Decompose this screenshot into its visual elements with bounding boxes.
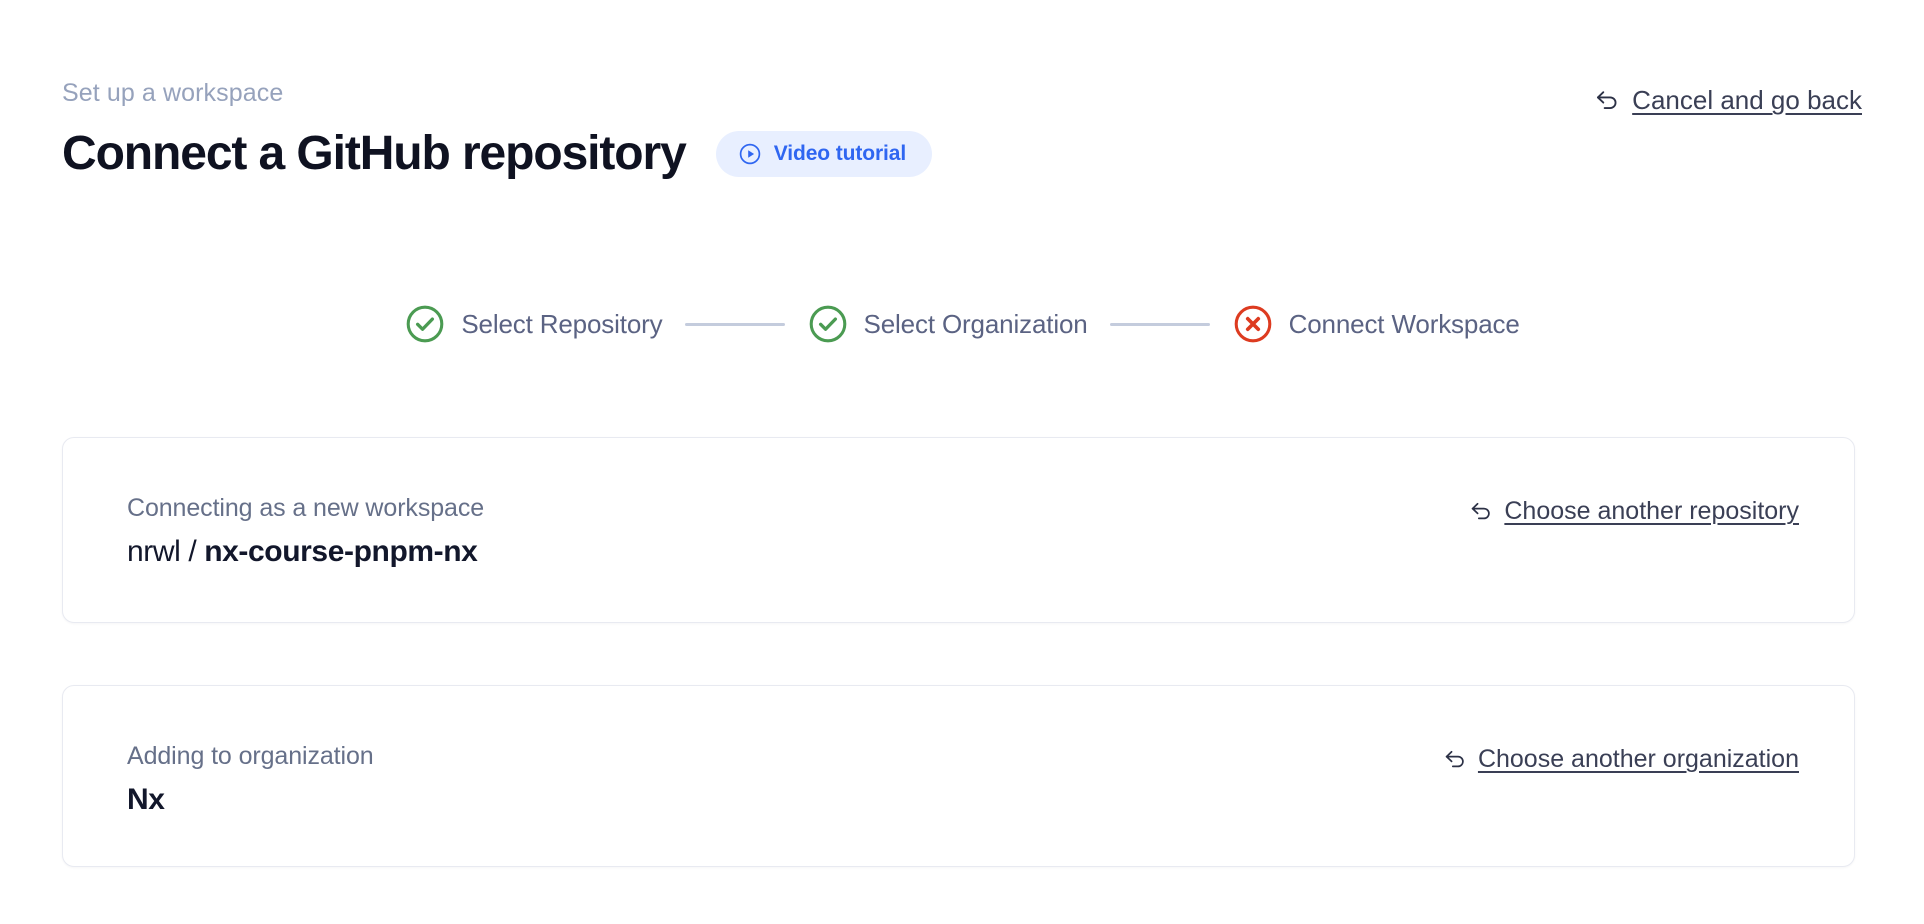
step-select-repository[interactable]: Select Repository bbox=[404, 303, 663, 345]
repository-name: nx-course-pnpm-nx bbox=[204, 535, 478, 568]
title-row: Connect a GitHub repository Video tutori… bbox=[62, 126, 1862, 182]
step-connector-2 bbox=[1109, 322, 1210, 326]
cancel-and-go-back-link[interactable]: Cancel and go back bbox=[1594, 85, 1862, 115]
breadcrumb-eyebrow: Set up a workspace bbox=[62, 79, 284, 107]
repository-owner: nrwl bbox=[127, 535, 181, 568]
check-circle-icon bbox=[807, 303, 849, 345]
x-circle-icon bbox=[1232, 303, 1274, 345]
step-label-connect-workspace: Connect Workspace bbox=[1288, 309, 1520, 339]
cancel-and-go-back-label: Cancel and go back bbox=[1632, 85, 1862, 115]
repository-card-body: Connecting as a new workspace nrwl / nx-… bbox=[127, 438, 484, 570]
repository-card-value: nrwl / nx-course-pnpm-nx bbox=[127, 534, 484, 570]
step-connect-workspace[interactable]: Connect Workspace bbox=[1232, 303, 1520, 345]
step-label-select-repository: Select Repository bbox=[461, 309, 663, 339]
page-header: Set up a workspace Connect a GitHub repo… bbox=[62, 78, 1862, 198]
step-select-organization[interactable]: Select Organization bbox=[807, 303, 1088, 345]
page-title: Connect a GitHub repository bbox=[62, 127, 687, 180]
repository-card-caption: Connecting as a new workspace bbox=[127, 494, 485, 522]
arrow-uturn-left-icon bbox=[1469, 499, 1493, 523]
repository-separator: / bbox=[180, 535, 205, 568]
step-label-select-organization: Select Organization bbox=[863, 309, 1088, 339]
arrow-uturn-left-icon bbox=[1443, 747, 1467, 771]
play-circle-icon bbox=[738, 142, 762, 166]
repository-card: Connecting as a new workspace nrwl / nx-… bbox=[62, 437, 1855, 623]
choose-another-repository-label: Choose another repository bbox=[1504, 497, 1799, 525]
arrow-uturn-left-icon bbox=[1594, 87, 1620, 113]
step-connector-1 bbox=[684, 322, 785, 326]
choose-another-repository-link[interactable]: Choose another repository bbox=[1469, 438, 1799, 526]
organization-card-value: Nx bbox=[127, 783, 165, 816]
check-circle-icon bbox=[404, 303, 446, 345]
choose-another-organization-label: Choose another organization bbox=[1477, 745, 1799, 773]
progress-stepper: Select Repository Select Organization Co… bbox=[0, 303, 1924, 345]
organization-card-body: Adding to organization Nx bbox=[127, 686, 374, 818]
video-tutorial-label: Video tutorial bbox=[773, 142, 907, 165]
choose-another-organization-link[interactable]: Choose another organization bbox=[1443, 686, 1799, 774]
organization-card: Adding to organization Nx Choose another… bbox=[62, 685, 1855, 867]
organization-card-caption: Adding to organization bbox=[127, 742, 374, 770]
video-tutorial-button[interactable]: Video tutorial bbox=[715, 131, 933, 177]
